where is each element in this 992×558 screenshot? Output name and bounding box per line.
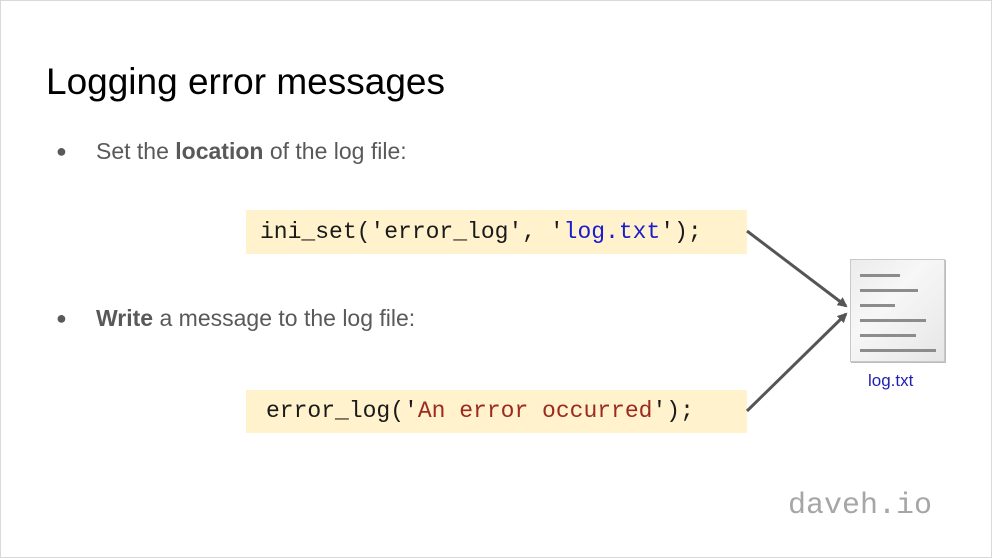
code-ini-set: ini_set('error_log', 'log.txt'); bbox=[246, 210, 747, 254]
code-text-end: '); bbox=[652, 398, 694, 424]
arrow-error-log-to-file bbox=[745, 312, 848, 413]
bullet-marker: ● bbox=[56, 308, 67, 328]
brand-watermark: daveh.io bbox=[788, 489, 933, 523]
document-icon bbox=[850, 259, 945, 362]
code-error-log: error_log('An error occurred'); bbox=[246, 390, 747, 433]
bullet-marker: ● bbox=[56, 141, 67, 161]
bullet-text-bold: Write bbox=[96, 305, 154, 331]
code-text-end: '); bbox=[660, 219, 702, 245]
bullet-text-pre: Set the bbox=[96, 138, 176, 164]
code-string-log-path: log.txt bbox=[563, 219, 661, 245]
bullet-text-bold: location bbox=[175, 138, 264, 164]
arrow-ini-set-to-file bbox=[746, 229, 848, 308]
bullet-write-message: ● Write a message to the log file: bbox=[56, 305, 415, 332]
bullet-text-post: of the log file: bbox=[263, 138, 407, 164]
bullet-set-location: ● Set the location of the log file: bbox=[56, 138, 407, 165]
code-text: error_log(' bbox=[266, 398, 418, 424]
slide-title: Logging error messages bbox=[46, 61, 445, 102]
code-text: ini_set('error_log', ' bbox=[260, 219, 564, 245]
code-string-message: An error occurred bbox=[417, 398, 653, 424]
bullet-text-post: a message to the log file: bbox=[153, 305, 416, 331]
file-label: log.txt bbox=[868, 371, 914, 390]
